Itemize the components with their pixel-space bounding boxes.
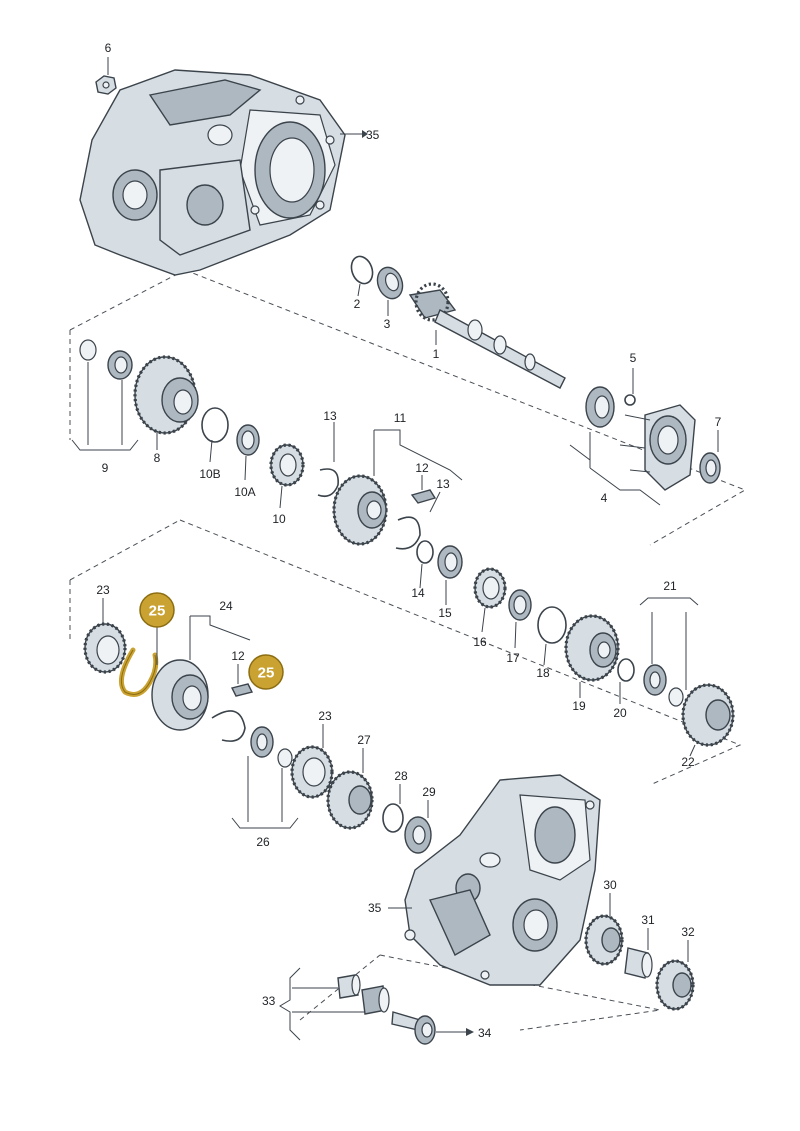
label-1: 1: [433, 347, 440, 361]
part-34-bolt: [391, 1011, 474, 1045]
part-10b-cage: [201, 407, 229, 463]
label-28: 28: [394, 769, 408, 783]
part-12-key-a: [410, 475, 437, 504]
label-6: 6: [105, 41, 112, 55]
label-31: 31: [641, 913, 655, 927]
label-5: 5: [630, 351, 637, 365]
label-14: 14: [411, 586, 425, 600]
label-34: 34: [478, 1026, 492, 1040]
part-33-bushings: [279, 967, 390, 1041]
label-24: 24: [219, 599, 233, 613]
lower-gearbox-housing: [388, 774, 601, 986]
label-33: 33: [262, 994, 276, 1008]
part-7-ring: [699, 430, 721, 484]
part-28-washer: [382, 784, 404, 833]
bracket-4: [569, 432, 661, 506]
part-15-bearing: [437, 545, 463, 605]
part-30-gear: [584, 893, 624, 966]
label-32: 32: [681, 925, 695, 939]
part-21-bearing: [639, 597, 699, 707]
part-20-washer: [617, 658, 635, 704]
label-10b: 10B: [199, 467, 220, 481]
label-10: 10: [272, 512, 286, 526]
label-21: 21: [663, 579, 677, 593]
part-8-gear: [133, 355, 199, 450]
label-27: 27: [357, 733, 371, 747]
part-4-seal: [585, 386, 615, 428]
label-12-b: 12: [231, 649, 245, 663]
part-17-ring: [508, 589, 532, 649]
part-23-synchro-ring-b: [290, 724, 334, 799]
part-26-bearing: [231, 726, 299, 829]
part-14-ring: [416, 540, 434, 589]
label-15: 15: [438, 606, 452, 620]
highlight-label-25-right: 25: [258, 665, 275, 682]
label-20: 20: [613, 706, 627, 720]
guide-frames: [69, 269, 747, 1031]
part-13-circlip-b: [395, 491, 441, 550]
label-3: 3: [384, 317, 391, 331]
label-13-b: 13: [436, 477, 450, 491]
part-12-key-b: [230, 664, 254, 697]
label-10a: 10A: [234, 485, 255, 499]
label-29: 29: [422, 785, 436, 799]
callout-35-upper: [340, 130, 368, 138]
part-9-needle-bearing: [71, 339, 139, 451]
part-11-gear: [332, 429, 463, 546]
label-2: 2: [354, 297, 361, 311]
label-12-a: 12: [415, 461, 429, 475]
part-25-highlighted-spring: [118, 626, 159, 697]
part-16-synchro-ring: [473, 567, 507, 633]
highlight-callout-25-left[interactable]: 25: [139, 592, 175, 628]
label-7: 7: [715, 415, 722, 429]
label-30: 30: [603, 878, 617, 892]
upper-gearbox-housing: [79, 69, 346, 276]
part-2-circlip: [350, 255, 374, 297]
highlight-callout-25-right[interactable]: 25: [248, 654, 284, 690]
part-24-sleeve: [151, 615, 251, 731]
label-4: 4: [601, 491, 608, 505]
label-23-b: 23: [318, 709, 332, 723]
part-10a-ring: [236, 424, 260, 481]
highlight-label-25-left: 25: [149, 603, 166, 620]
label-11: 11: [394, 411, 407, 425]
part-3-bearing: [376, 266, 404, 316]
flange: [619, 404, 696, 491]
part-31-bushing: [624, 928, 653, 979]
part-13-circlip-c: [211, 710, 246, 742]
part-23-synchro-ring-a: [83, 598, 127, 674]
label-35-upper: 35: [366, 128, 380, 142]
part-32-gear: [655, 940, 695, 1011]
label-23-a: 23: [96, 583, 110, 597]
label-26: 26: [256, 835, 270, 849]
label-13-a: 13: [323, 409, 337, 423]
part-18-cage: [537, 606, 567, 666]
label-35-lower: 35: [368, 901, 382, 915]
part-10-synchro-ring: [269, 443, 305, 509]
label-8: 8: [154, 451, 161, 465]
label-17: 17: [506, 651, 520, 665]
label-22: 22: [681, 755, 695, 769]
part-29-bearing: [404, 800, 432, 854]
part-6-nut: [95, 57, 117, 95]
part-22-gear: [681, 683, 735, 757]
label-9: 9: [102, 461, 109, 475]
part-19-gear: [564, 614, 620, 698]
part-1-input-shaft: [408, 282, 566, 389]
part-5-washer: [624, 368, 636, 406]
label-19: 19: [572, 699, 586, 713]
part-27-gear: [326, 748, 374, 830]
label-16: 16: [473, 635, 487, 649]
part-labels: 6 35 2 3 1 5 7 4 9 8 10B 10A 10 13 11 12…: [96, 41, 721, 1040]
part-13-circlip-a: [317, 422, 339, 498]
label-18: 18: [536, 666, 550, 680]
